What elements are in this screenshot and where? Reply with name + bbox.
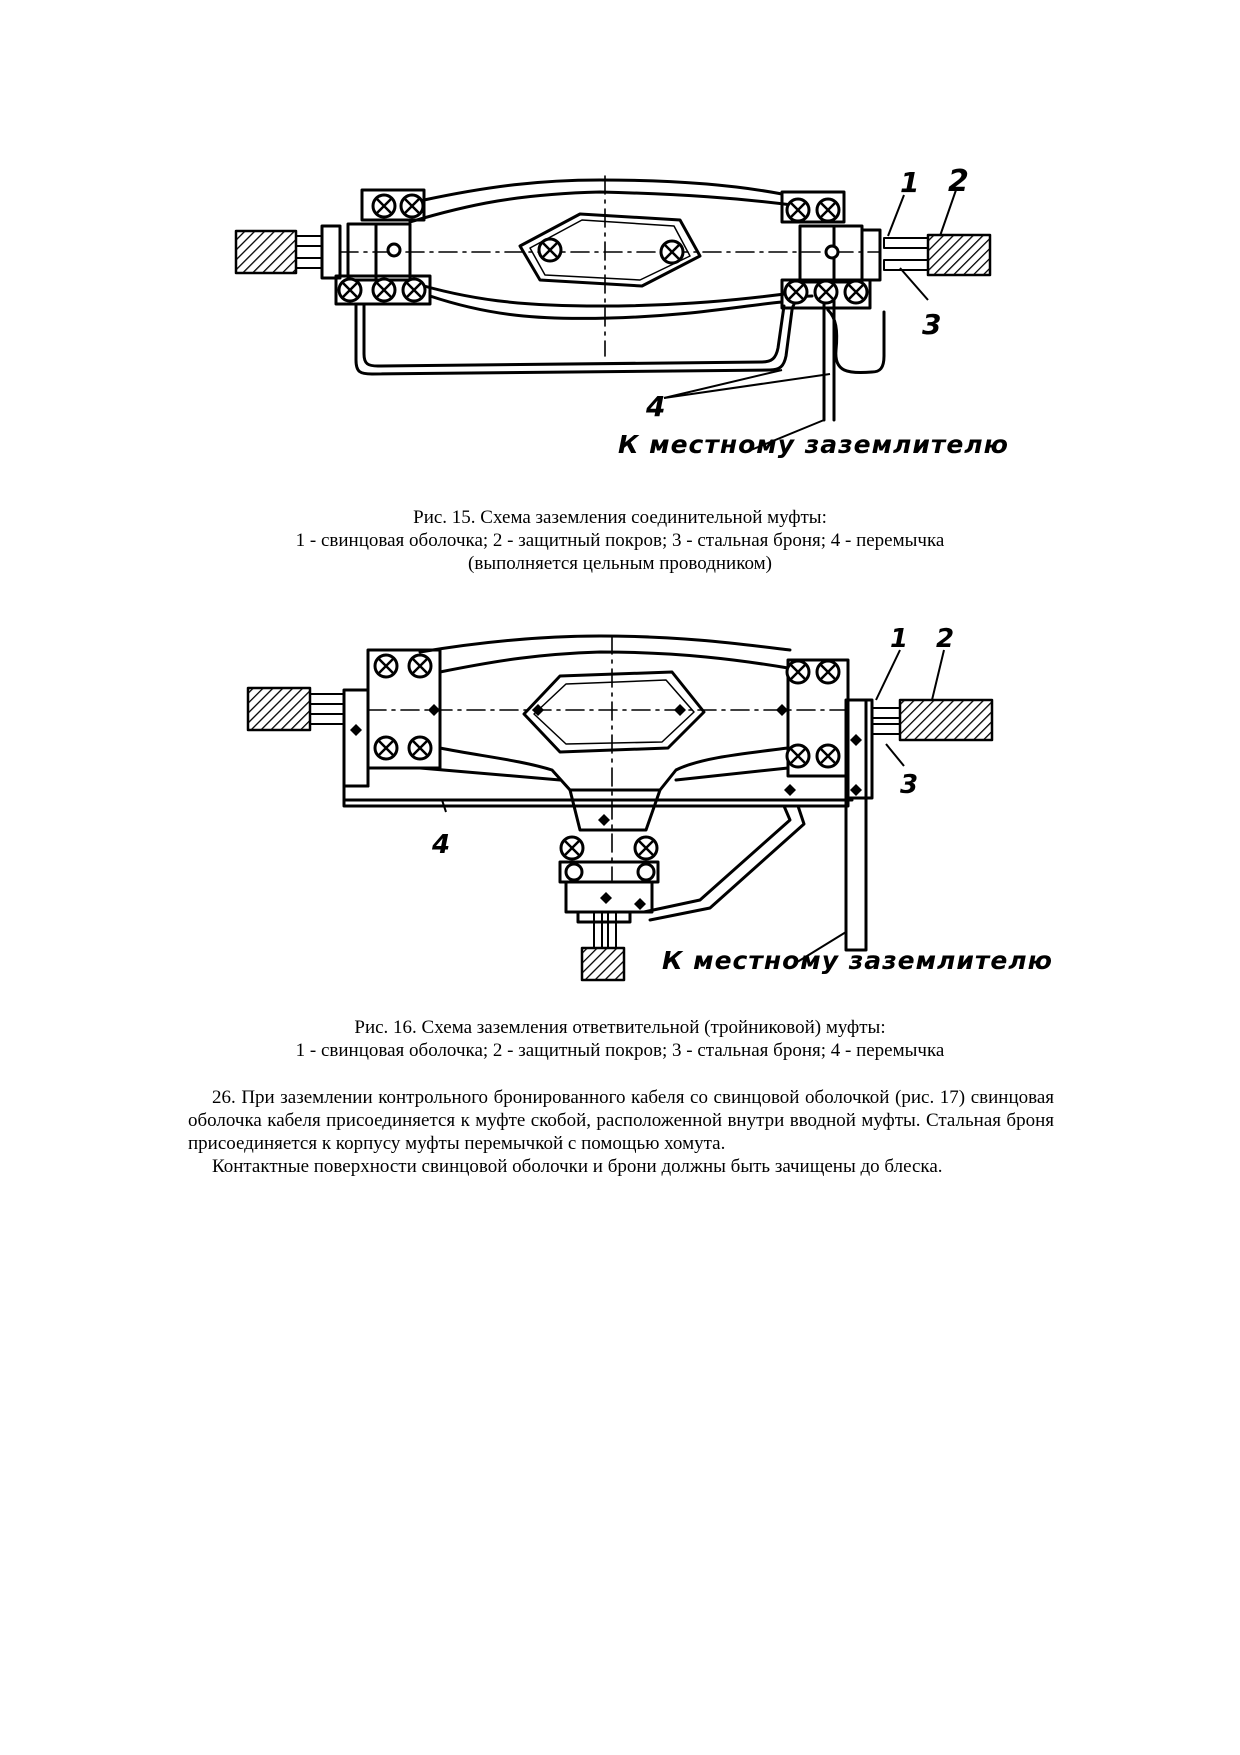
rivets	[350, 704, 862, 910]
right-cable-cover	[926, 233, 992, 277]
figure-15-caption-note: (выполняется цельным проводником)	[468, 553, 772, 574]
inner-rhombus	[518, 212, 702, 288]
figure-15-caption: Рис. 15. Схема заземления соединительной…	[0, 506, 1240, 575]
left-cable-cover	[246, 686, 312, 732]
callout-4: 4	[646, 390, 666, 423]
right-cable-cover	[898, 698, 994, 742]
figure-16-caption-legend: 1 - свинцовая оболочка; 2 - защитный пок…	[295, 1040, 945, 1061]
ground-lead	[822, 298, 836, 422]
muff-body-bottom	[408, 280, 802, 308]
figure-16-diagram	[246, 634, 994, 982]
muff-body-top	[408, 190, 802, 224]
left-cable-cover	[234, 229, 298, 275]
callout-4: 4	[432, 830, 451, 860]
callout-2: 2	[948, 164, 969, 199]
bolt-crosses	[378, 658, 836, 856]
figure-15-caption-legend: 1 - свинцовая оболочка; 2 - защитный пок…	[295, 530, 945, 551]
ground-label: К местному заземлителю	[618, 430, 1009, 459]
bolt-crosses	[342, 198, 864, 300]
figure-16-caption-title: Рис. 16. Схема заземления ответвительной…	[354, 1017, 886, 1038]
callout-3: 3	[900, 770, 919, 800]
callout-3: 3	[922, 308, 942, 341]
figure-15-diagram	[234, 175, 992, 453]
ground-label: К местному заземлителю	[662, 946, 1053, 975]
figure-16: 1 2 3 4 К местному заземлителю	[0, 620, 1240, 1000]
callout-1: 1	[890, 624, 909, 654]
figure-15-caption-title: Рис. 15. Схема заземления соединительной…	[413, 507, 827, 528]
callout-2: 2	[936, 624, 955, 654]
muff-body-bottom	[438, 746, 790, 792]
muff-body-top	[438, 650, 790, 674]
ground-bar	[844, 698, 868, 952]
leader-lines	[663, 189, 957, 453]
branch-cable-cover	[580, 946, 626, 982]
inner-rhombus	[522, 670, 706, 754]
left-flange	[320, 224, 342, 280]
callout-1: 1	[900, 166, 920, 199]
body-text: 26. При заземлении контрольного брониров…	[188, 1086, 1054, 1178]
leader-lines	[441, 649, 945, 965]
paragraph-contact-surfaces: Контактные поверхности свинцовой оболочк…	[212, 1156, 943, 1177]
left-flange	[342, 688, 370, 788]
figure-16-caption: Рис. 16. Схема заземления ответвительной…	[0, 1016, 1240, 1062]
paragraph-26: 26. При заземлении контрольного брониров…	[188, 1087, 1054, 1154]
figure-15: 1 2 3 4 К местному заземлителю	[0, 160, 1240, 480]
